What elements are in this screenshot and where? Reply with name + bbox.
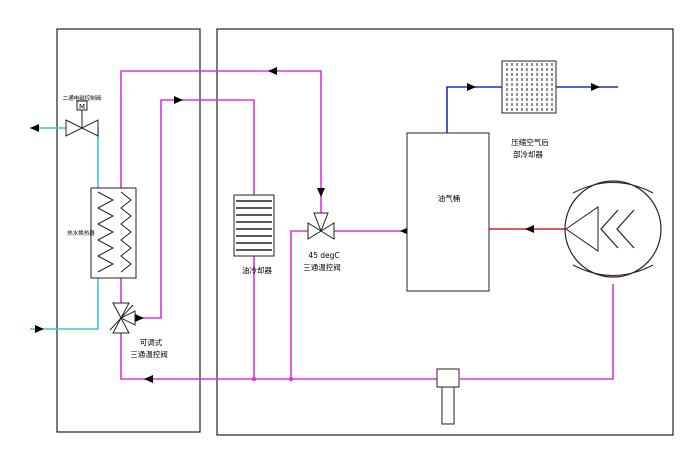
adjustable-valve-label-1: 可调式 (140, 337, 163, 347)
oil-arrow-icon (144, 375, 153, 383)
water-lines (30, 127, 99, 330)
oil-gas-tank (406, 132, 490, 292)
svg-text:M: M (79, 103, 85, 111)
aftercooler-label-2: 部冷却器 (513, 149, 543, 159)
thermo-valve-label-2: 三通温控阀 (303, 262, 341, 272)
compressor-icon (564, 180, 662, 278)
oil-lines (120, 70, 614, 380)
junction-dot (288, 376, 294, 382)
aftercooler-icon (501, 60, 557, 114)
oil-filter-icon (436, 368, 460, 425)
oil-arrow-icon (135, 314, 144, 322)
oil-arrow-icon (174, 96, 183, 104)
oil-cooler-icon (233, 194, 275, 257)
right-enclosure (216, 28, 674, 436)
aftercooler-label-1: 压缩空气后 (511, 137, 549, 147)
oil-arrow-icon (317, 188, 325, 197)
oil-cooler-label: 油冷却器 (242, 265, 272, 275)
discharge-arrow-icon (525, 225, 534, 233)
adjustable-valve-label-2: 三通温控阀 (130, 349, 168, 359)
adjustable-three-way-valve-icon (109, 302, 136, 334)
solenoid-valve-icon: M (65, 100, 99, 137)
water-in-arrow-icon (35, 325, 44, 333)
water-hx-label: 热水换热器 (67, 229, 95, 237)
junction-dot (251, 376, 257, 382)
air-lines (446, 86, 618, 133)
water-heat-exchanger-icon (90, 187, 137, 279)
left-enclosure (56, 28, 201, 433)
air-out-arrow-icon (591, 83, 600, 91)
solenoid-valve-label: 二通电磁控制阀 (63, 94, 102, 102)
thermo-valve-label-1: 45 degC (308, 251, 339, 260)
air-arrow-icon (467, 83, 476, 91)
thermostatic-three-way-valve-icon (307, 212, 335, 240)
water-out-arrow-icon (30, 124, 39, 132)
oil-arrow-icon (268, 67, 277, 75)
oil-tank-label: 油气桶 (438, 193, 461, 203)
